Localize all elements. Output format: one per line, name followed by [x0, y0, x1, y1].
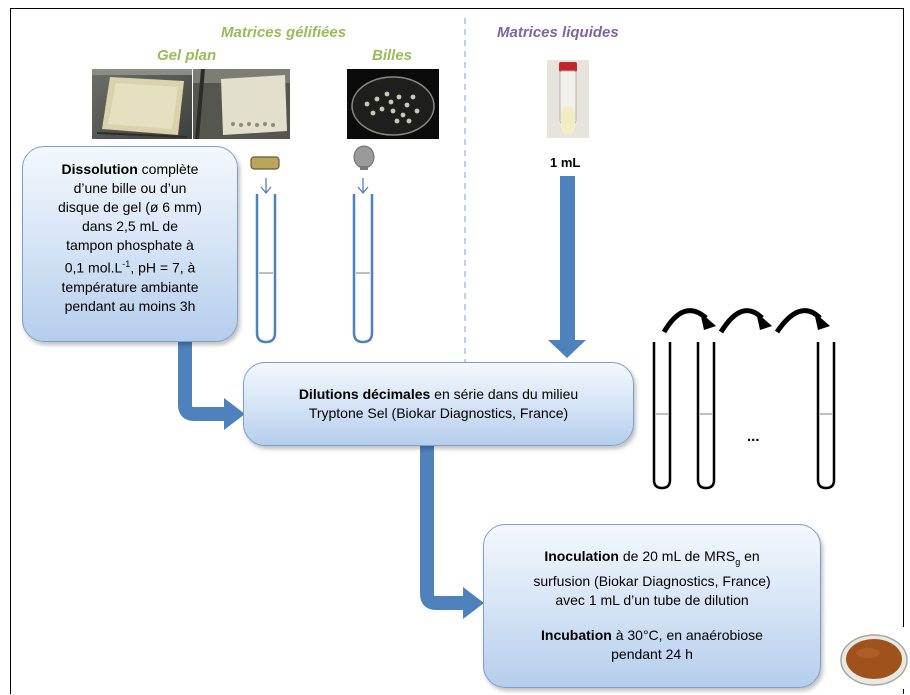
flat-gel-photo-1	[92, 69, 192, 139]
header-flat-gel: Gel plan	[157, 47, 217, 64]
dilutions-text-1: en série dans du milieu	[430, 386, 579, 402]
dilutions-line-2: Tryptone Sel (Biokar Diagnostics, France…	[308, 405, 569, 421]
ellipsis-label: ...	[747, 428, 760, 445]
inoculation-sub: g	[735, 556, 741, 567]
inoculation-text-2: en	[740, 548, 760, 564]
inoculation-line-3: avec 1 mL d’un tube de dilution	[555, 591, 749, 608]
inoculation-spacer	[484, 610, 820, 626]
dissolution-line-1: Dissolution complète	[23, 160, 237, 179]
bead-icon	[353, 145, 375, 169]
elbow-arrow-1	[178, 342, 226, 421]
bead-icon-base	[360, 166, 368, 170]
flat-gel-photo-2	[193, 69, 290, 139]
dissolution-box: Dissolution complète d’une bille ou d’un…	[22, 146, 238, 342]
elbow-arrow-2-head	[463, 587, 484, 619]
small-down-arrow-icon-2	[357, 178, 369, 195]
dilutions-line-1: Dilutions décimales en série dans du mil…	[244, 385, 633, 404]
incubation-title: Incubation	[541, 626, 612, 643]
big-down-arrow-icon	[548, 176, 586, 358]
liquid-tube-photo	[547, 60, 589, 138]
dilution-tube-2	[696, 342, 716, 490]
beads-petri-photo	[347, 69, 439, 139]
transfer-arrow-icon-1	[661, 308, 708, 334]
inoculation-text-1: de 20 mL de MRS	[618, 548, 736, 564]
dissolution-text-1: complète	[137, 161, 199, 177]
transfer-arrow-icon-2-head	[756, 312, 772, 330]
dissolution-line-7: température ambiante	[61, 278, 199, 295]
incubation-text-1: à 30°C, en anaérobiose	[611, 626, 763, 643]
inoculation-title: Inoculation	[544, 548, 619, 564]
transfer-arrow-icon-3-head	[814, 312, 830, 330]
tube-gel	[255, 194, 277, 344]
inoculation-box: Inoculation de 20 mL de MRSg en surfusio…	[483, 524, 821, 688]
small-down-arrow-icon-1	[260, 178, 272, 195]
agar-plate-photo	[838, 627, 908, 689]
elbow-arrow-1-head	[224, 398, 245, 430]
dissolution-line-8: pendant au moins 3h	[64, 297, 196, 314]
dissolution-line-6-sup: -1	[122, 259, 131, 269]
dissolution-line-5: tampon phosphate à	[66, 237, 194, 253]
dissolution-line-6: 0,1 mol.L-1, pH = 7, à	[23, 255, 237, 278]
figure-frame	[10, 8, 904, 694]
dilution-tube-1	[652, 342, 672, 490]
inoculation-line-2: surfusion (Biokar Diagnostics, France)	[533, 572, 771, 589]
tube-bead	[352, 194, 374, 344]
volume-label: 1 mL	[550, 155, 581, 170]
dissolution-line-3: disque de gel (ø 6 mm)	[58, 199, 202, 215]
header-beads: Billes	[372, 47, 413, 64]
incubation-line-2: pendant 24 h	[611, 645, 693, 662]
dilutions-title: Dilutions décimales	[298, 386, 431, 402]
elbow-arrow-2	[420, 446, 465, 610]
dilutions-box: Dilutions décimales en série dans du mil…	[243, 362, 634, 446]
incubation-line-1: Incubation à 30°C, en anaérobiose	[484, 626, 820, 645]
transfer-arrow-icon-3	[774, 308, 822, 334]
inoculation-line-1: Inoculation de 20 mL de MRSg en	[484, 547, 820, 572]
header-gel-matrices: Matrices gélifiées	[221, 24, 347, 41]
dilution-tube-3	[816, 342, 836, 490]
header-liquid-matrices: Matrices liquides	[497, 24, 619, 41]
transfer-arrow-icon-1-head	[700, 312, 716, 330]
dissolution-line-6a: 0,1 mol.L	[64, 259, 123, 276]
transfer-arrow-icon-2	[718, 308, 764, 334]
dissolution-line-2: d’une bille ou d’un	[73, 180, 187, 196]
gel-disc-icon	[250, 156, 280, 170]
dissolution-line-6b: , pH = 7, à	[130, 259, 196, 276]
dissolution-line-4: dans 2,5 mL de	[82, 218, 178, 234]
dissolution-title: Dissolution	[61, 161, 138, 177]
